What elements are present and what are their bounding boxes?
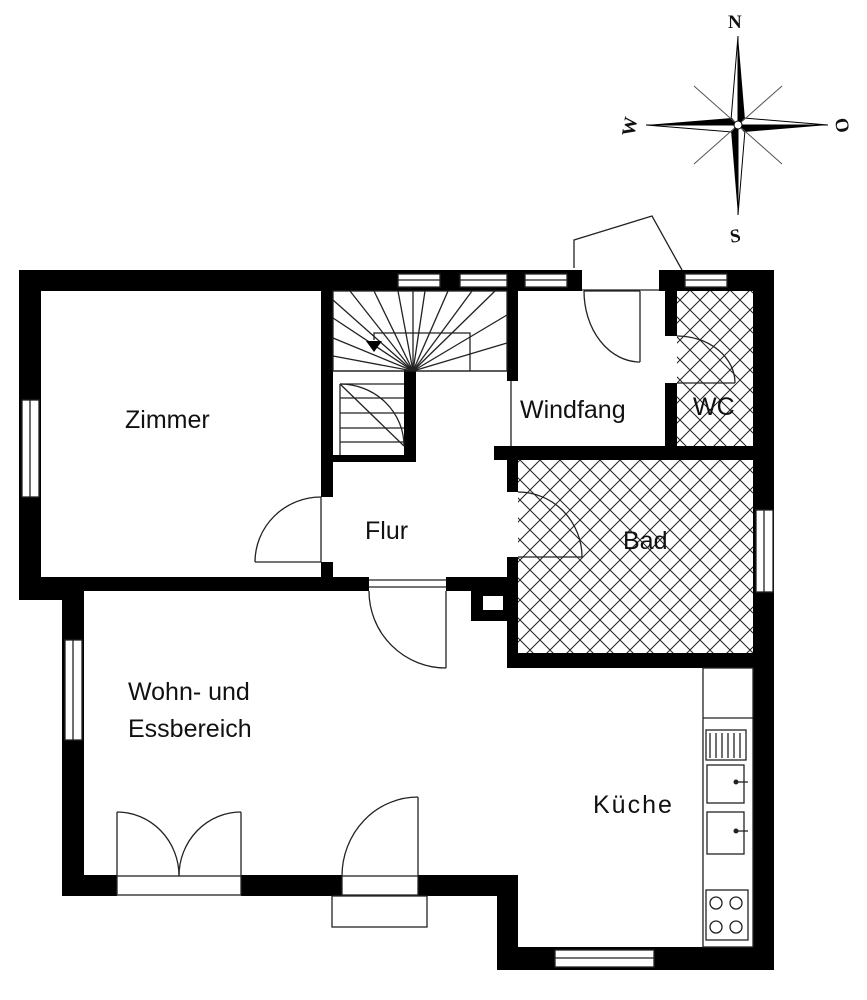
- room-label-zimmer: Zimmer: [125, 406, 210, 434]
- room-label-kueche: Küche: [593, 791, 674, 819]
- room-label-wc: WC: [693, 393, 735, 421]
- doors: [116, 215, 736, 928]
- stair-direction-arrow: [366, 341, 382, 352]
- windows: [21, 273, 774, 968]
- staircase: [332, 290, 508, 455]
- room-label-bad: Bad: [623, 527, 667, 555]
- kitchen-counter: [702, 667, 754, 948]
- stove: [705, 889, 749, 941]
- compass-west-label: W: [618, 115, 642, 137]
- room-label-wohn-line1: Wohn- und: [128, 678, 250, 706]
- shaft-opening: [483, 596, 503, 610]
- compass-south-label: S: [729, 225, 742, 247]
- wc-tiled-floor: [677, 291, 754, 446]
- room-label-wohn-line2: Essbereich: [128, 715, 252, 743]
- sink: [706, 764, 748, 855]
- compass-rose-icon: [645, 35, 829, 216]
- sink-drainboard: [705, 729, 747, 761]
- compass-north-label: N: [728, 12, 742, 33]
- compass-east-label: O: [830, 116, 853, 134]
- room-label-flur: Flur: [365, 517, 408, 545]
- room-label-windfang: Windfang: [520, 396, 626, 424]
